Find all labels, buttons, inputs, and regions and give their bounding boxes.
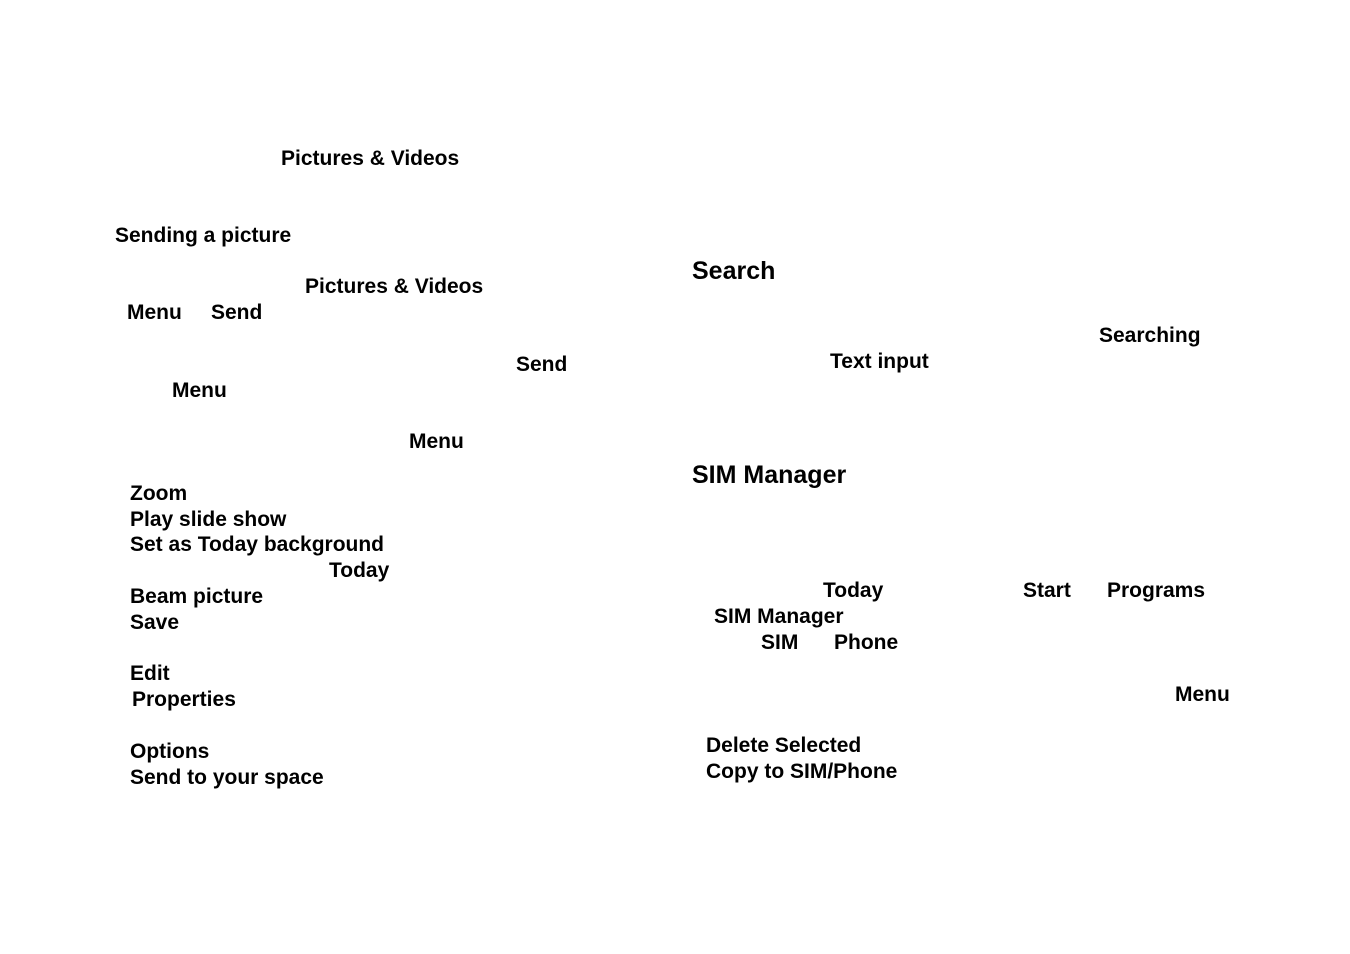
- nav-programs: Programs: [1107, 579, 1206, 602]
- searching-label: Searching: [1099, 324, 1201, 347]
- pictures-videos-ref: Pictures & Videos: [305, 275, 484, 298]
- send-ref: Send: [211, 301, 263, 324]
- menu-item-send-to-your-space: Send to your space: [130, 766, 324, 789]
- menu-ref-3: Menu: [409, 430, 464, 453]
- send-ref-2: Send: [516, 353, 568, 376]
- nav-start: Start: [1023, 579, 1071, 602]
- nav-sim-manager: SIM Manager: [714, 605, 844, 628]
- today-ref: Today: [329, 559, 390, 582]
- sim-manager-heading: SIM Manager: [692, 461, 847, 489]
- menu-item-zoom: Zoom: [130, 482, 188, 505]
- nav-sim: SIM: [761, 631, 799, 654]
- top-title: Pictures & Videos: [281, 147, 460, 170]
- menu-ref-right: Menu: [1175, 683, 1230, 706]
- menu-item-beam-picture: Beam picture: [130, 585, 264, 608]
- menu-item-copy-to-sim-phone: Copy to SIM/Phone: [706, 760, 898, 783]
- menu-ref: Menu: [127, 301, 182, 324]
- menu-item-properties: Properties: [132, 688, 236, 711]
- menu-item-save: Save: [130, 611, 180, 634]
- menu-item-set-today-background: Set as Today background: [130, 533, 384, 556]
- menu-ref-2: Menu: [172, 379, 227, 402]
- text-input-label: Text input: [830, 350, 929, 373]
- menu-item-edit: Edit: [130, 662, 170, 685]
- section-heading-sending-picture: Sending a picture: [115, 224, 292, 247]
- nav-today: Today: [823, 579, 884, 602]
- menu-item-options: Options: [130, 740, 210, 763]
- menu-item-play-slide-show: Play slide show: [130, 508, 287, 531]
- menu-item-delete-selected: Delete Selected: [706, 734, 862, 757]
- nav-phone: Phone: [834, 631, 899, 654]
- search-heading: Search: [692, 257, 776, 285]
